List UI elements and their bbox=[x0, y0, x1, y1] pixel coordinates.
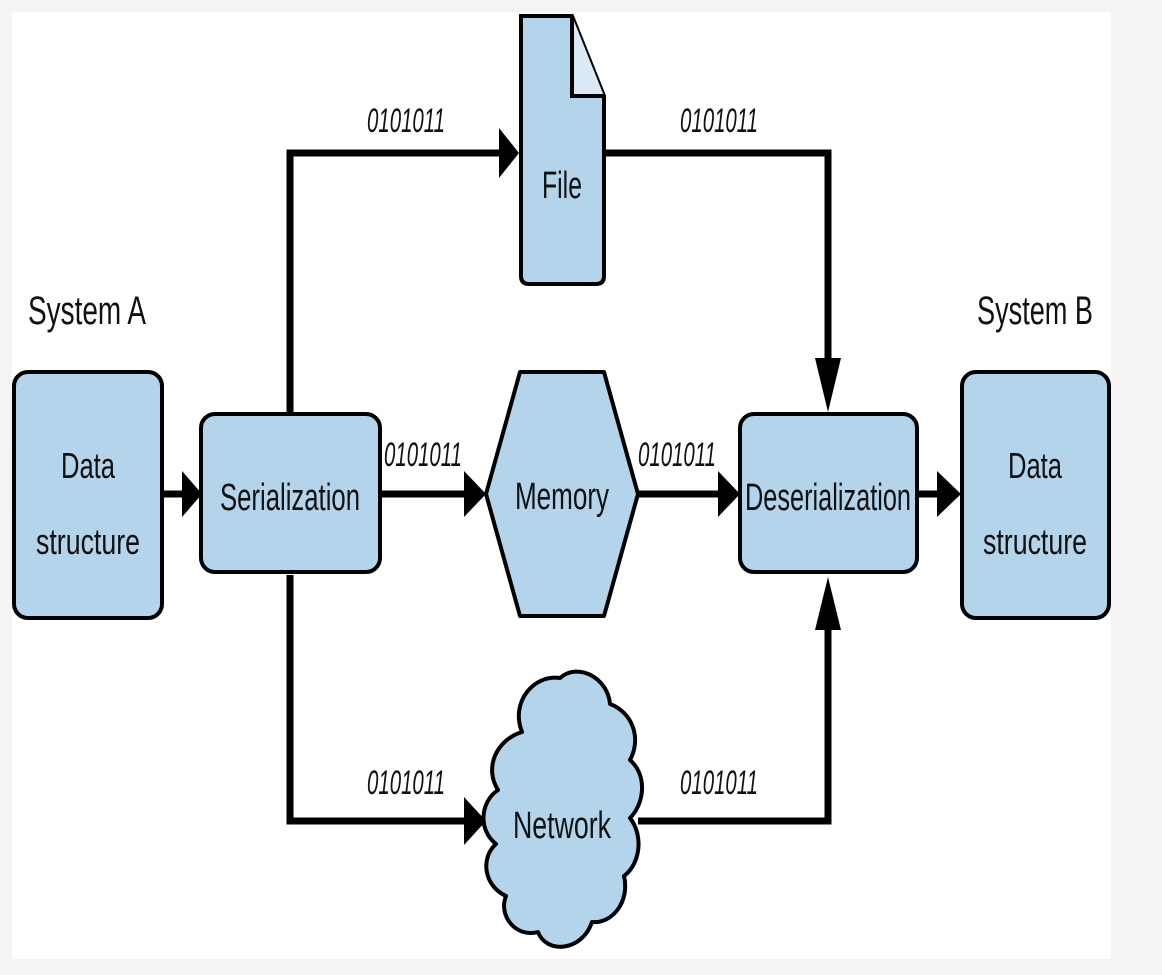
serialization-diagram: System A Data structure Serialization Fi… bbox=[12, 14, 1111, 949]
arrowhead-memory-to-deserialization bbox=[718, 471, 740, 517]
data-structure-a-line1: Data bbox=[61, 445, 116, 486]
network-label: Network bbox=[513, 805, 612, 847]
network-node: Network bbox=[481, 669, 645, 949]
binary-from-network: 0101011 bbox=[680, 764, 758, 802]
arrowhead-file-to-deserialization bbox=[815, 358, 841, 412]
arrow-network-to-deserialization bbox=[638, 620, 832, 825]
serialization-box: Serialization bbox=[199, 412, 382, 574]
data-structure-a-box: Data structure bbox=[12, 370, 164, 620]
connectors bbox=[162, 149, 937, 825]
arrow-serialization-to-file bbox=[286, 149, 502, 412]
file-node: File bbox=[519, 14, 606, 286]
arrowhead-network-to-deserialization bbox=[815, 577, 841, 630]
file-label: File bbox=[542, 165, 582, 207]
data-structure-b-line1: Data bbox=[1008, 445, 1063, 486]
memory-node: Memory bbox=[484, 370, 640, 618]
binary-from-file: 0101011 bbox=[680, 102, 758, 140]
binary-labels: 0101011 0101011 0101011 0101011 0101011 … bbox=[367, 102, 758, 802]
arrowheads bbox=[182, 128, 961, 845]
binary-from-memory: 0101011 bbox=[638, 436, 716, 474]
data-structure-b-box: Data structure bbox=[960, 370, 1111, 620]
arrow-file-to-deserialization bbox=[604, 149, 832, 372]
arrowhead-to-file bbox=[499, 128, 519, 178]
data-structure-b-line2: structure bbox=[983, 521, 1087, 562]
system-a-title: System A bbox=[28, 289, 146, 333]
arrowhead-to-data-structure-b bbox=[937, 471, 961, 517]
data-structure-a-line2: structure bbox=[36, 521, 140, 562]
system-b-title: System B bbox=[977, 289, 1093, 333]
binary-to-memory: 0101011 bbox=[384, 436, 462, 474]
binary-to-file: 0101011 bbox=[367, 102, 445, 140]
arrow-serialization-to-network bbox=[286, 575, 467, 825]
memory-label: Memory bbox=[515, 476, 609, 518]
deserialization-label: Deserialization bbox=[745, 477, 911, 519]
arrowhead-to-network bbox=[464, 797, 486, 845]
diagram-canvas: System A Data structure Serialization Fi… bbox=[12, 12, 1111, 959]
binary-to-network: 0101011 bbox=[367, 764, 445, 802]
arrowhead-to-serialization bbox=[182, 471, 202, 517]
deserialization-box: Deserialization bbox=[738, 412, 919, 574]
arrowhead-to-memory bbox=[464, 471, 486, 517]
serialization-label: Serialization bbox=[220, 477, 360, 519]
